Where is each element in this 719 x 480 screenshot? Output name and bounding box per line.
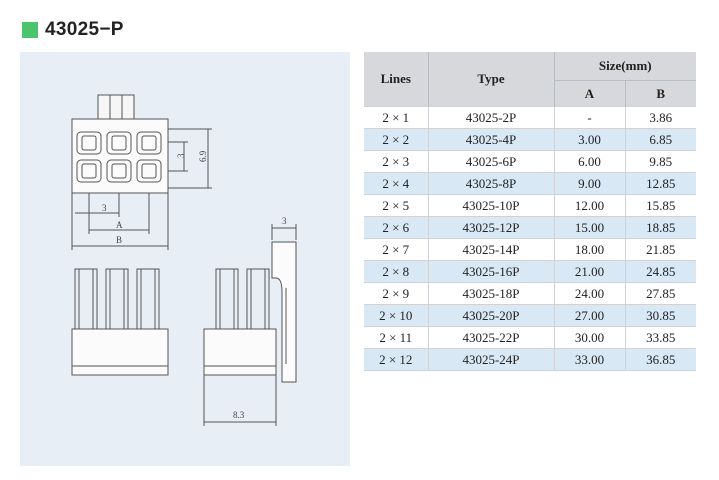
- cavity-row-bottom: [76, 159, 162, 183]
- latch-tab: [97, 94, 135, 120]
- header-lines: Lines: [364, 52, 428, 107]
- svg-text:B: B: [116, 235, 122, 245]
- cell-a: 3.00: [553, 128, 625, 151]
- header-b: B: [624, 80, 697, 107]
- cell-a: 18.00: [553, 238, 625, 261]
- cell-a: 6.00: [553, 150, 625, 173]
- cell-lines: 2 × 2: [364, 128, 428, 151]
- connector-side-view-left: [71, 268, 169, 376]
- page-header: 43025−P: [22, 18, 124, 42]
- cell-a: 27.00: [553, 304, 625, 327]
- cell-a: 21.00: [553, 260, 625, 283]
- cell-lines: 2 × 7: [364, 238, 428, 261]
- cell-a: 30.00: [553, 326, 625, 349]
- header-type: Type: [427, 52, 554, 107]
- cell-a: 12.00: [553, 194, 625, 217]
- cell-lines: 2 × 1: [364, 106, 428, 129]
- cell-lines: 2 × 10: [364, 304, 428, 327]
- dimension-3-top: 3: [271, 216, 297, 240]
- cell-a: 33.00: [553, 348, 625, 371]
- cell-lines: 2 × 4: [364, 172, 428, 195]
- cell-b: 6.85: [624, 128, 697, 151]
- cell-lines: 2 × 9: [364, 282, 428, 305]
- svg-text:3: 3: [282, 216, 287, 226]
- dimension-b: B: [71, 193, 169, 250]
- cell-type: 43025-10P: [427, 194, 554, 217]
- svg-text:A: A: [116, 220, 123, 230]
- cell-b: 15.85: [624, 194, 697, 217]
- cell-type: 43025-4P: [427, 128, 554, 151]
- cell-type: 43025-6P: [427, 150, 554, 173]
- cell-lines: 2 × 8: [364, 260, 428, 283]
- cell-type: 43025-24P: [427, 348, 554, 371]
- dimension-a: A: [88, 193, 150, 234]
- cell-a: -: [553, 106, 625, 129]
- dimension-6-9: 6.9: [168, 128, 212, 189]
- cell-b: 3.86: [624, 106, 697, 129]
- header-a: A: [553, 80, 625, 107]
- cell-b: 12.85: [624, 172, 697, 195]
- header-size: Size(mm): [553, 52, 697, 81]
- dimension-3-bottom: 3: [75, 193, 120, 217]
- cell-lines: 2 × 3: [364, 150, 428, 173]
- cell-b: 18.85: [624, 216, 697, 239]
- svg-text:3: 3: [102, 203, 107, 213]
- cell-type: 43025-22P: [427, 326, 554, 349]
- dimension-8-3: 8.3: [203, 375, 277, 426]
- cell-type: 43025-2P: [427, 106, 554, 129]
- connector-side-view-right: [203, 241, 297, 383]
- title-marker: [22, 22, 38, 38]
- cell-b: 30.85: [624, 304, 697, 327]
- cell-type: 43025-12P: [427, 216, 554, 239]
- cell-type: 43025-8P: [427, 172, 554, 195]
- svg-text:8.3: 8.3: [233, 410, 245, 420]
- cell-b: 27.85: [624, 282, 697, 305]
- svg-text:6.9: 6.9: [198, 150, 208, 162]
- technical-drawing: 6.9 3 3 A B: [20, 52, 350, 466]
- connector-front-view: [71, 118, 169, 194]
- cell-type: 43025-18P: [427, 282, 554, 305]
- cell-lines: 2 × 12: [364, 348, 428, 371]
- cell-type: 43025-14P: [427, 238, 554, 261]
- cell-b: 21.85: [624, 238, 697, 261]
- cell-b: 24.85: [624, 260, 697, 283]
- cell-b: 9.85: [624, 150, 697, 173]
- cell-lines: 2 × 5: [364, 194, 428, 217]
- cell-b: 33.85: [624, 326, 697, 349]
- cell-lines: 2 × 6: [364, 216, 428, 239]
- drawing-svg: 6.9 3 3 A B: [71, 94, 297, 426]
- cell-b: 36.85: [624, 348, 697, 371]
- cell-lines: 2 × 11: [364, 326, 428, 349]
- cell-type: 43025-16P: [427, 260, 554, 283]
- cavity-row-top: [76, 131, 162, 155]
- dimension-3-side: 3: [168, 141, 188, 172]
- page-title: 43025−P: [45, 19, 124, 40]
- cell-a: 9.00: [553, 172, 625, 195]
- cell-a: 15.00: [553, 216, 625, 239]
- svg-text:3: 3: [176, 153, 186, 158]
- cell-type: 43025-20P: [427, 304, 554, 327]
- cell-a: 24.00: [553, 282, 625, 305]
